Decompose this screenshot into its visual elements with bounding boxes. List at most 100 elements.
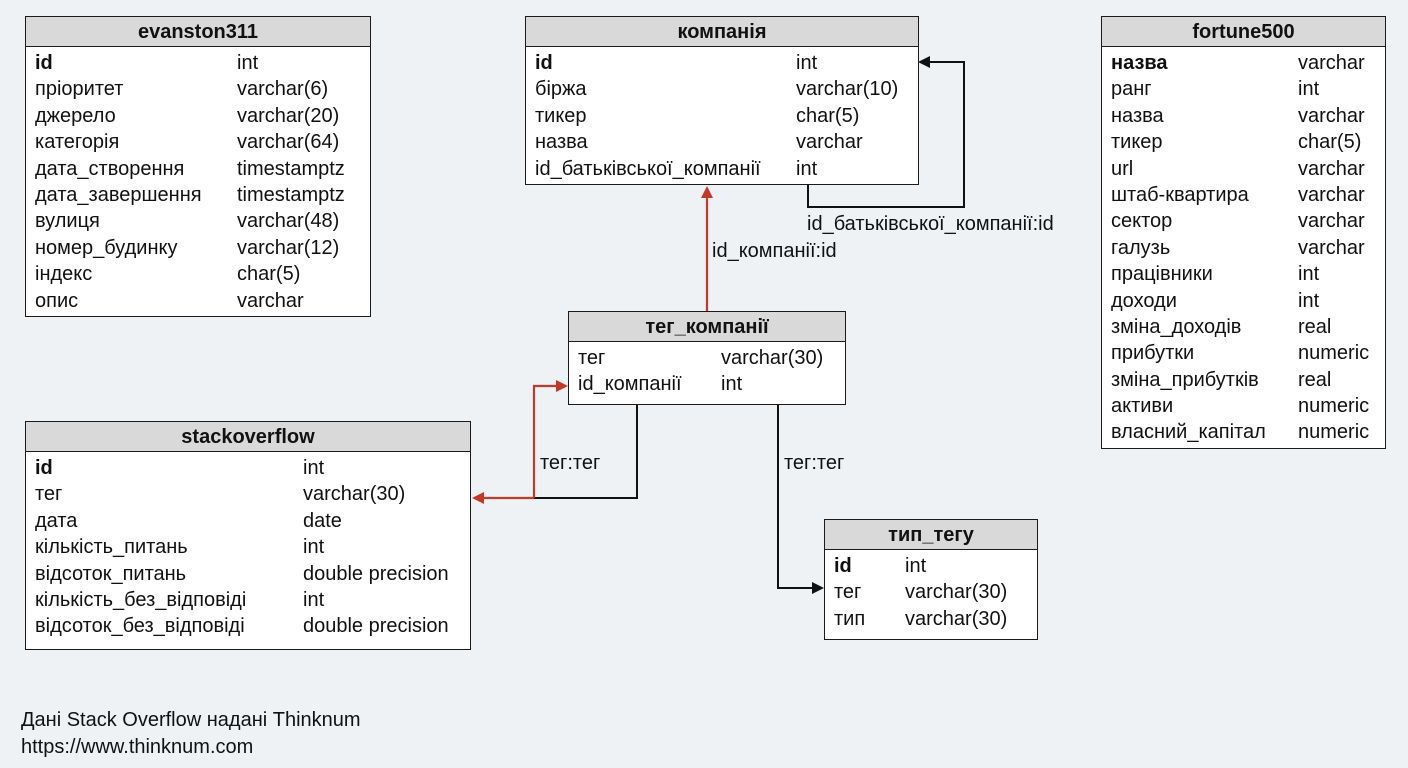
column-type: timestamptz [237,157,345,180]
column-name: зміна_прибутків [1111,368,1259,391]
column-name: відсоток_питань [35,562,187,585]
column-type: varchar(6) [237,78,329,101]
column-type: int [796,157,818,180]
edge-tag-stackoverflow-red-up [532,380,568,498]
column-name: сектор [1111,210,1173,233]
label-company-parent: id_батьківської_компанії:id [807,213,1054,235]
label-tag-stackoverflow: тег:тег [540,452,601,474]
column-type: varchar(30) [905,581,1008,604]
column-name: id_батьківської_компанії [535,157,761,180]
column-name: категорія [35,131,120,154]
column-type: int [905,555,927,577]
column-name: галузь [1111,236,1171,259]
column-name: id [834,555,852,577]
column-type: varchar(10) [796,78,899,101]
column-name: доходи [1111,289,1177,312]
column-type: varchar [1298,183,1365,206]
column-name: назва [1111,52,1168,74]
column-type: varchar(12) [237,236,340,259]
table-row: назва varchar [1102,50,1385,76]
column-type: real [1298,315,1332,338]
column-name: активи [1111,395,1174,418]
column-name: тег [834,581,862,604]
column-name: зміна_доходів [1111,315,1242,338]
table-row: працівники int [1102,261,1385,287]
table-row: сектор varchar [1102,208,1385,234]
table-row: тег varchar(30) [569,345,845,371]
table-row: категорія varchar(64) [26,129,370,155]
column-name: тег [35,483,63,506]
table-row: тип varchar(30) [825,606,1037,632]
edge-tag-stackoverflow-black [534,405,638,499]
column-type: varchar(30) [905,607,1008,630]
table-typ-tegu[interactable]: тип_тегу id int тег varchar(30) тип varchar(3… [824,519,1038,640]
column-name: кількість_питань [35,536,188,559]
column-name: тип [834,607,866,630]
column-type: numeric [1298,395,1370,418]
column-name: біржа [535,78,587,101]
column-name: індекс [35,263,93,286]
column-type: int [303,457,325,479]
column-type: varchar(30) [721,347,824,369]
column-name: штаб-квартира [1111,183,1249,206]
column-name: id [535,52,553,74]
table-title: fortune500 [1102,17,1385,47]
column-name: id [35,52,53,74]
column-name: id [35,457,53,479]
column-type: char(5) [237,263,301,286]
table-row: id_батьківської_компанії int [526,156,918,182]
column-name: дата_створення [35,157,185,180]
column-type: real [1298,368,1332,391]
column-type: numeric [1298,342,1370,365]
column-type: varchar [1298,157,1365,180]
column-type: varchar [1298,104,1365,127]
column-name: тег [578,347,606,369]
table-row: id int [26,455,470,481]
column-type: double precision [303,615,449,638]
table-row: дата_створення timestamptz [26,156,370,182]
column-type: varchar(64) [237,131,340,154]
table-title: тип_тегу [825,520,1037,550]
column-type: varchar [1298,210,1365,233]
column-type: varchar [1298,52,1365,74]
table-row: id int [825,553,1037,579]
edge-company-parent [807,56,965,208]
footer-link[interactable]: https://www.thinknum.com [21,736,254,758]
column-type: double precision [303,562,449,585]
table-row: індекс char(5) [26,261,370,287]
footer-credit: Дані Stack Overflow надані Thinknum [21,709,361,731]
table-title: компанія [526,17,918,47]
column-name: опис [35,289,79,312]
column-type: int [1298,263,1320,286]
column-type: varchar [1298,236,1365,259]
column-name: працівники [1111,263,1213,286]
table-row: зміна_прибутків real [1102,367,1385,393]
column-name: ранг [1111,78,1152,101]
table-rows: id int тег varchar(30) тип varchar(30) [825,550,1037,632]
column-type: char(5) [796,104,860,127]
table-row: штаб-квартира varchar [1102,182,1385,208]
